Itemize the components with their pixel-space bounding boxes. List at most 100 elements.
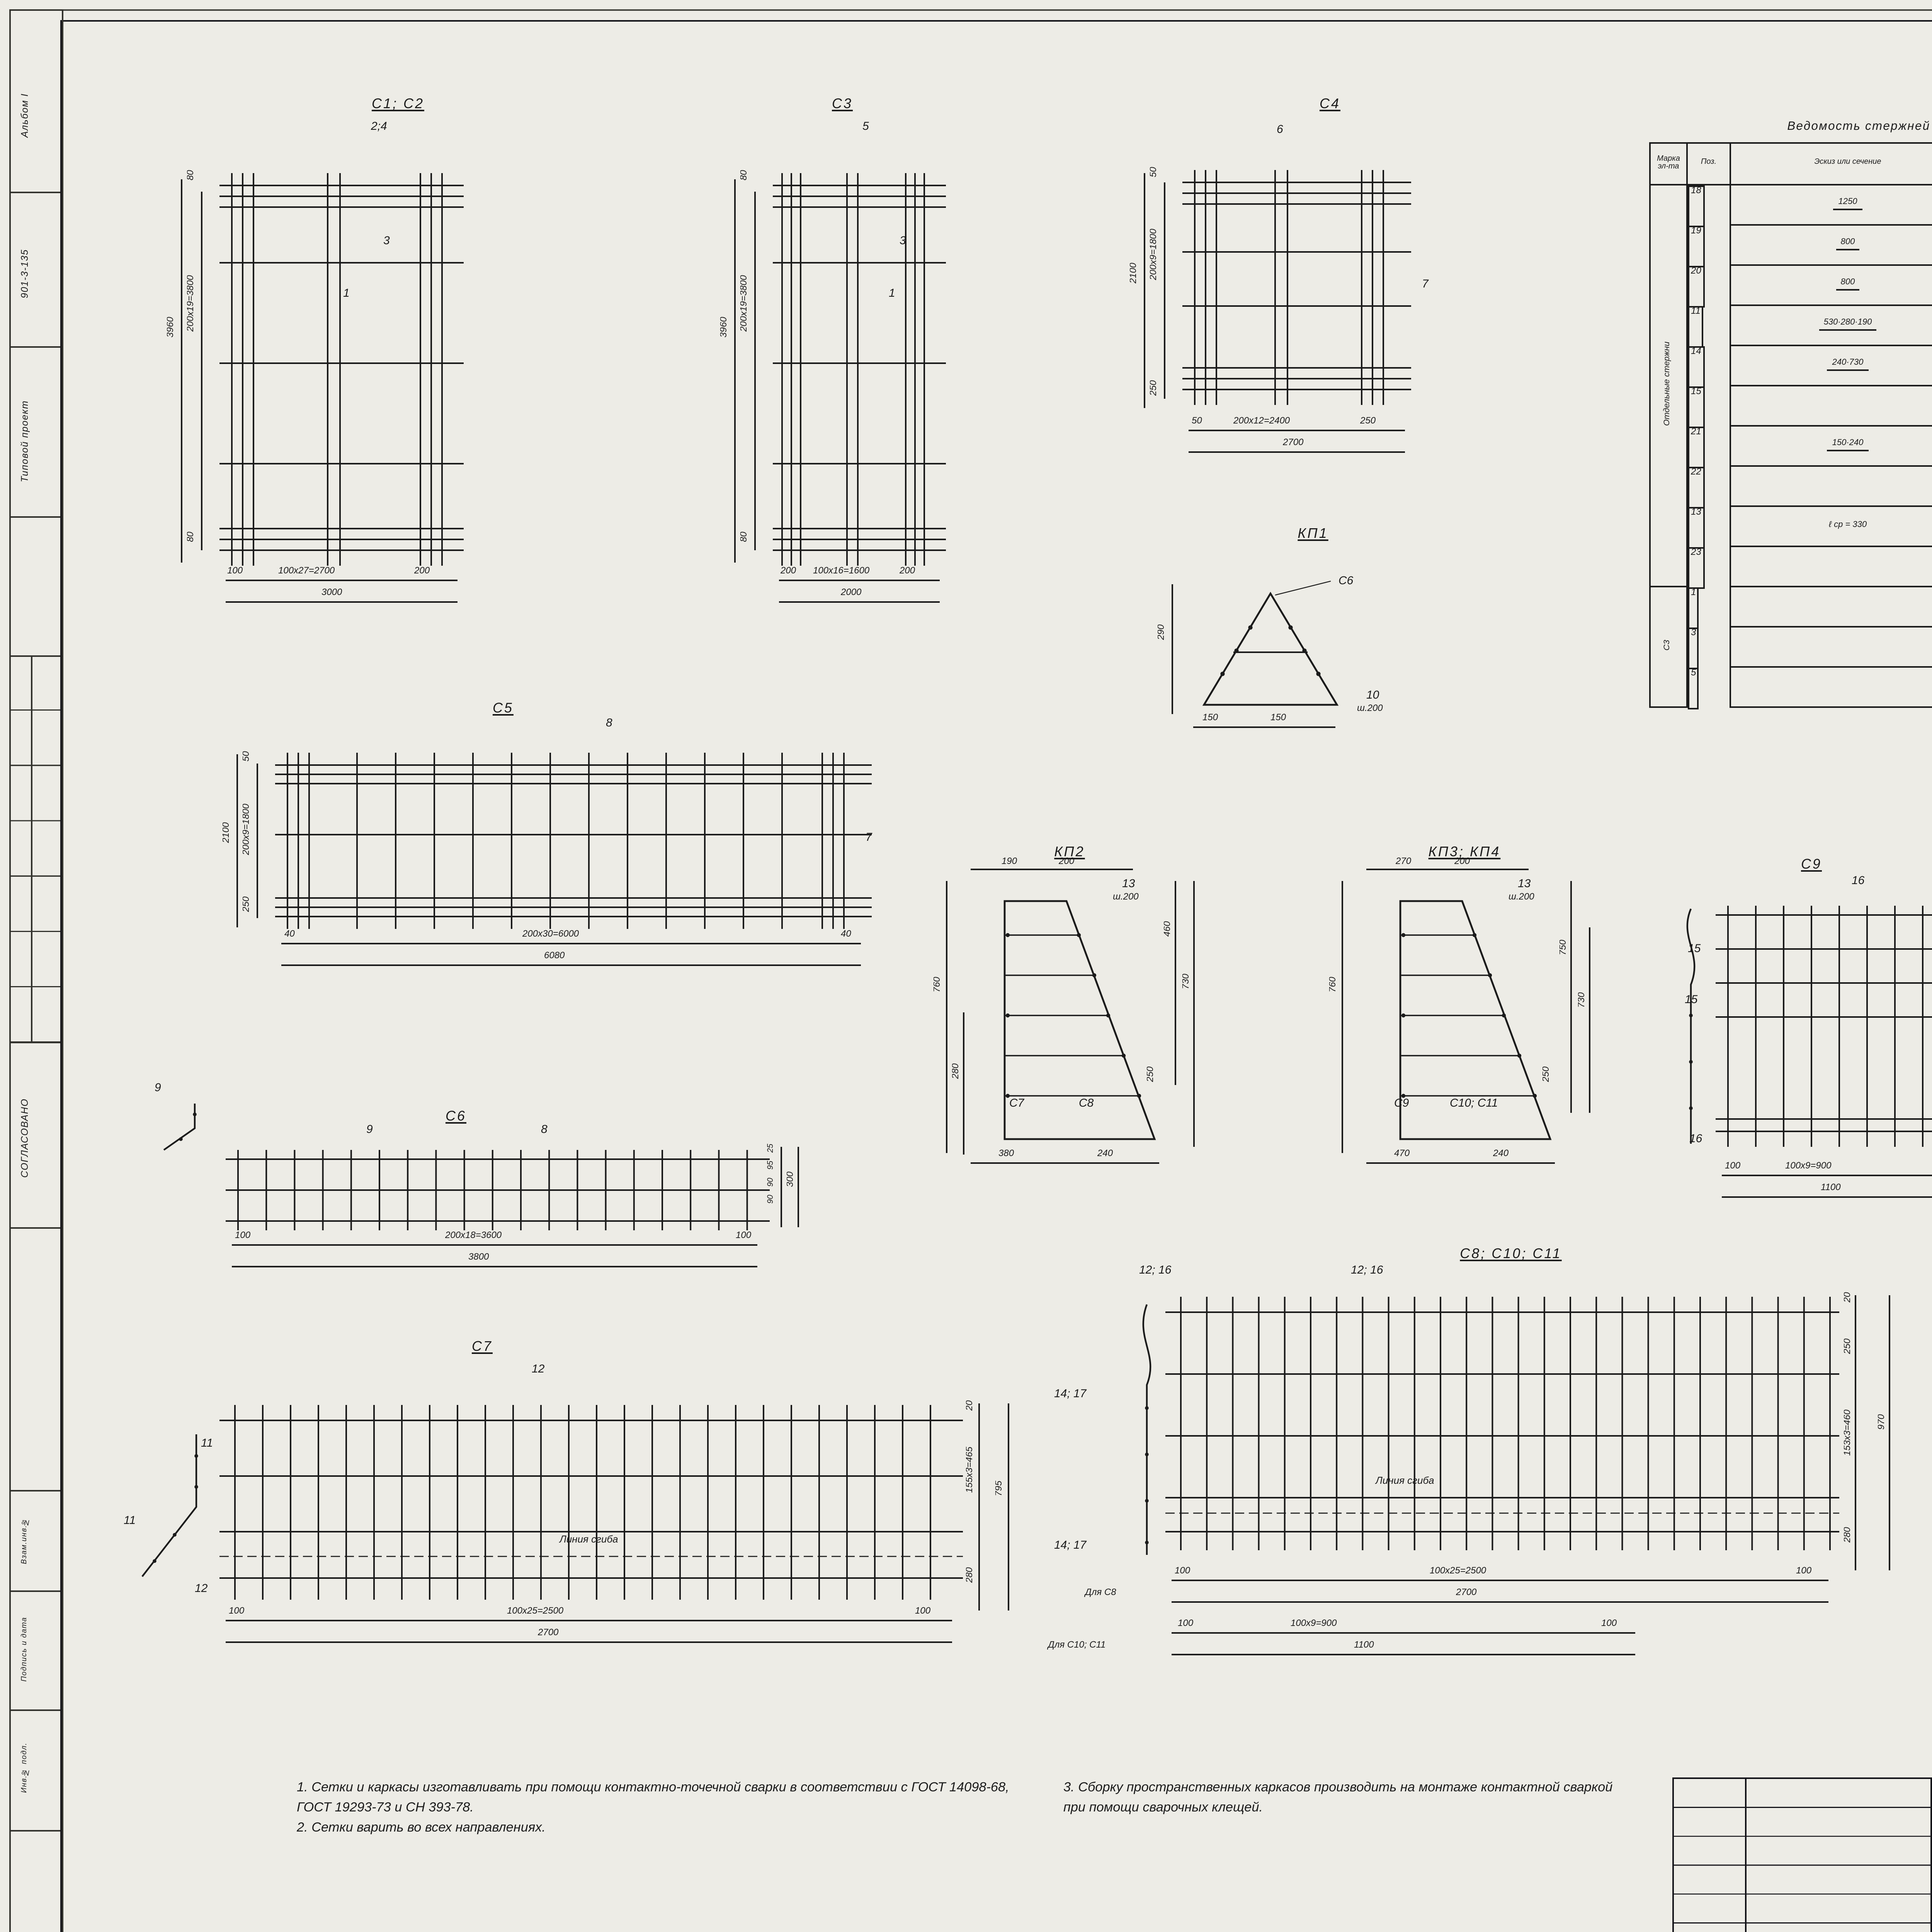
dimension-line — [1193, 726, 1335, 728]
dimension-line — [1144, 173, 1145, 408]
cell-pos: 3 — [1688, 627, 1699, 668]
cage-drawing — [1202, 580, 1339, 706]
cell-pos: 22 — [1688, 466, 1704, 508]
cell-sk — [1730, 666, 1932, 708]
dim-total-label: 2700 — [1283, 439, 1304, 448]
col-header: Поз. — [1686, 142, 1731, 185]
cell-pos: 14 — [1688, 345, 1704, 387]
mesh-callout-label: С7 — [1009, 1096, 1024, 1110]
margin-divider — [9, 1042, 60, 1043]
dim-label: 240 — [1097, 1150, 1113, 1159]
bar-table-left-title: Ведомость стержней на один элемент — [1787, 119, 1932, 133]
bar-row: 320АII39608 — [1650, 626, 1932, 668]
album-label: Альбом I — [20, 94, 31, 138]
dim-label: 200 — [900, 567, 915, 577]
dim-label: 100х25=2500 — [1430, 1567, 1486, 1577]
dim-label: 200х9=1800 — [1150, 229, 1159, 280]
bar-position-label: 13 — [1518, 876, 1531, 890]
vzam-inv-label: Взам.инв.№ — [22, 1517, 29, 1565]
dim-label: 3960 — [720, 317, 730, 338]
mesh-drawing — [1182, 170, 1411, 405]
bent-bar-sketch — [1142, 1304, 1151, 1555]
dimension-line — [1172, 1601, 1828, 1603]
bar-position-label: 6 — [1277, 122, 1283, 136]
cell-sk: ℓ ср = 330 — [1730, 505, 1932, 547]
notes-block-1: 1. Сетки и каркасы изготавливать при пом… — [297, 1777, 1036, 1837]
cage-drawing — [1003, 900, 1156, 1140]
dim-total-label: 2700 — [1456, 1589, 1477, 1598]
dim-total-label: 2700 — [538, 1629, 559, 1638]
margin-divider — [9, 1227, 60, 1229]
dim-label: 270 — [1396, 858, 1412, 867]
col-header: Марка эл-та — [1649, 142, 1688, 185]
diagram-title: С3 — [832, 96, 853, 111]
dimension-line — [1366, 869, 1529, 870]
dim-label: 40 — [284, 930, 295, 940]
dim-label: 3960 — [167, 317, 176, 338]
dim-label: 100х9=900 — [1291, 1620, 1337, 1629]
dim-label: 280 — [966, 1567, 975, 1583]
bar-position-label: 14; 17 — [1054, 1538, 1087, 1552]
dim-label: 250 — [243, 896, 252, 912]
dimension-line — [201, 192, 202, 550]
dimension-line — [257, 764, 258, 918]
dim-label: 90 — [767, 1178, 776, 1187]
bar-position-label: 14; 17 — [1054, 1386, 1087, 1400]
dim-label: 200х12=2400 — [1233, 417, 1290, 427]
bar-position-label: 9 — [155, 1080, 161, 1094]
bar-position-label: 11 — [124, 1513, 136, 1527]
element-mark: С3 — [1649, 586, 1688, 708]
bar-position-label: 16 — [1689, 1131, 1702, 1145]
dim-label: 50 — [1192, 417, 1202, 427]
dim-label: 200х30=6000 — [522, 930, 579, 940]
cell-sk: 800 — [1730, 224, 1932, 266]
bar-position-label: 15 — [1688, 941, 1701, 955]
inv-podl-label: Инв.№ подл. — [22, 1743, 29, 1794]
dim-label: 100 — [227, 567, 243, 577]
dim-label: 100 — [1601, 1620, 1617, 1629]
bent-bar-sketch — [163, 1104, 197, 1151]
cell-sk: 530·280·190 — [1730, 304, 1932, 346]
cell-pos: 21 — [1688, 426, 1704, 468]
mesh-drawing — [1165, 1297, 1839, 1550]
cell-sk: 240·730 — [1730, 345, 1932, 386]
dim-label: 100 — [1178, 1620, 1194, 1629]
fold-line-label: Линия сгиба — [1376, 1476, 1434, 1487]
diagram-title: С9 — [1801, 856, 1822, 872]
dim-total-label: 1100 — [1821, 1184, 1841, 1193]
cell-pos: 13 — [1688, 506, 1704, 548]
dim-label: 200 — [414, 567, 430, 577]
dim-label: 730 — [1182, 974, 1192, 990]
dimension-line — [1175, 881, 1176, 1085]
mesh-drawing — [219, 1405, 963, 1600]
project-type-label: Типовой проект — [20, 399, 31, 482]
dim-label: 250 — [1147, 1066, 1156, 1082]
dimension-line — [281, 943, 861, 944]
dim-total-label: 2000 — [841, 589, 862, 598]
dim-label: 200 — [1059, 858, 1075, 867]
dim-label: 100х9=900 — [1785, 1162, 1832, 1172]
cell-pos: 15 — [1688, 386, 1704, 427]
dimension-line — [1164, 182, 1165, 399]
dimension-line — [1008, 1403, 1009, 1611]
dimension-line — [1172, 1654, 1635, 1655]
diagram-title: С5 — [492, 700, 514, 716]
bar-row: С3118АII39609 — [1649, 586, 1932, 708]
dim-label: 760 — [934, 977, 943, 993]
dim-total-label: 6080 — [544, 952, 565, 961]
dim-label: 470 — [1394, 1150, 1410, 1159]
dim-label: ш.200 — [1509, 893, 1534, 903]
diagram-title: С7 — [471, 1338, 493, 1354]
margin-divider — [9, 516, 60, 518]
cell-sk: 150·240 — [1730, 425, 1932, 467]
dim-label: 200 — [1454, 858, 1470, 867]
dimension-line — [226, 1641, 952, 1643]
cell-pos: 18 — [1688, 185, 1704, 227]
dim-label: 25 — [767, 1144, 776, 1153]
dimension-line — [1172, 1632, 1635, 1634]
dim-label: 95 — [767, 1161, 776, 1170]
dimension-line — [1722, 1196, 1932, 1198]
dim-total-label: 1100 — [1354, 1641, 1374, 1651]
dim-label: 250 — [1150, 380, 1159, 396]
cage-drawing — [1399, 900, 1552, 1140]
